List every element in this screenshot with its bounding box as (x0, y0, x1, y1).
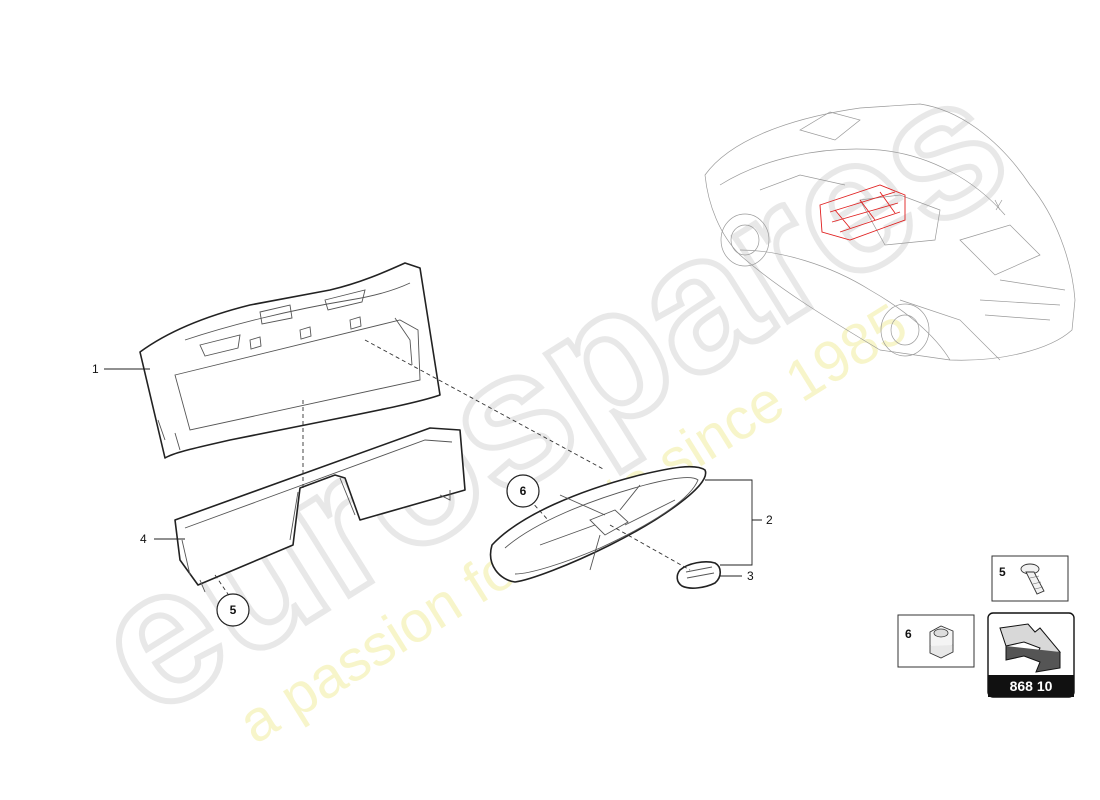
callout-3[interactable]: 3 (747, 569, 754, 583)
page-reference[interactable]: 868 10 (987, 612, 1075, 698)
circled-ref-6-label: 6 (520, 484, 527, 498)
circled-ref-5[interactable]: 5 (216, 593, 250, 627)
callout-4-label: 4 (140, 532, 147, 546)
part-1-rear-panel (139, 262, 441, 459)
arrow-page-icon (999, 623, 1061, 673)
callout-1-label: 1 (92, 362, 99, 376)
callout-1[interactable]: 1 (92, 362, 99, 376)
callout-2[interactable]: 2 (766, 513, 773, 527)
part-3-clip (676, 561, 722, 589)
circled-ref-5-label: 5 (230, 603, 237, 617)
screw-icon (1020, 563, 1045, 595)
legend-item-5[interactable]: 5 (991, 555, 1069, 602)
callout-4[interactable]: 4 (140, 532, 147, 546)
part-2-mirror (489, 465, 707, 583)
leader-lines (104, 368, 762, 577)
car-highlight-part (819, 184, 906, 241)
legend-item-6[interactable]: 6 (897, 614, 975, 668)
assembly-lines (214, 339, 691, 601)
car-overview (704, 103, 1076, 361)
circled-ref-6[interactable]: 6 (506, 474, 540, 508)
callout-3-label: 3 (747, 569, 754, 583)
part-4-lower-panel (174, 427, 466, 593)
callout-2-label: 2 (766, 513, 773, 527)
legend-item-5-label: 5 (999, 565, 1006, 579)
nut-icon (929, 625, 954, 659)
legend-item-6-label: 6 (905, 627, 912, 641)
page-number: 868 10 (1010, 678, 1053, 694)
